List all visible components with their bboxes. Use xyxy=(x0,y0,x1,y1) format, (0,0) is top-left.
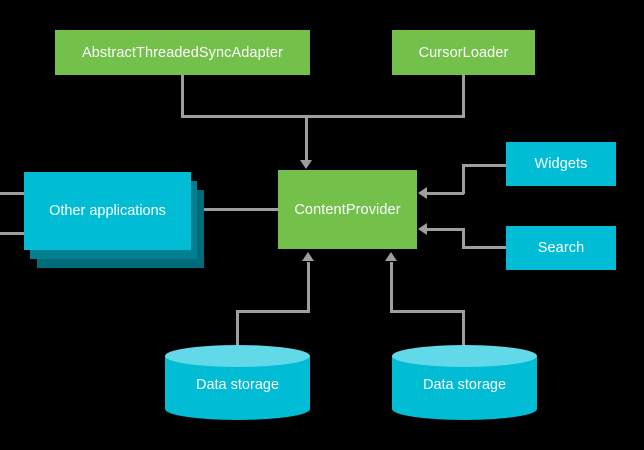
connector-widgets-vertical xyxy=(462,164,465,194)
connector-syncadapter-horizontal xyxy=(181,115,308,118)
connector-otherapps-to-contentprovider xyxy=(197,208,280,211)
data-storage-left-top-ellipse xyxy=(165,345,310,367)
arrowhead-widgets-to-contentprovider xyxy=(418,187,427,199)
node-data-storage-right[interactable]: Data storage xyxy=(392,345,537,420)
connector-datastorage-right-rise xyxy=(390,262,393,312)
data-storage-right-top-ellipse xyxy=(392,345,537,367)
connector-widgets-into-provider xyxy=(425,192,464,195)
connector-search-vertical xyxy=(462,228,465,249)
node-search[interactable]: Search xyxy=(506,226,616,270)
connector-cursorloader-horizontal xyxy=(308,115,465,118)
node-label-data-storage-right: Data storage xyxy=(422,377,507,393)
node-label-contentprovider: ContentProvider xyxy=(294,201,401,218)
arrowhead-syncadapter-to-contentprovider xyxy=(300,160,312,169)
connector-external-top-left xyxy=(0,192,26,195)
node-other-applications[interactable]: Other applications xyxy=(24,172,204,268)
connector-datastorage-right-horizontal xyxy=(390,310,465,313)
connector-search-horizontal xyxy=(462,246,508,249)
node-label-other-applications: Other applications xyxy=(49,203,166,219)
arrowhead-datastorage-right-to-contentprovider xyxy=(385,252,397,261)
node-label-data-storage-left: Data storage xyxy=(195,377,280,393)
node-abstractthreadedsyncadapter[interactable]: AbstractThreadedSyncAdapter xyxy=(55,30,310,75)
arrowhead-search-to-contentprovider xyxy=(418,223,427,235)
connector-syncadapter-vertical xyxy=(181,75,184,117)
node-label-cursorloader: CursorLoader xyxy=(418,44,509,61)
node-label-widgets: Widgets xyxy=(534,156,588,172)
connector-cursorloader-vertical xyxy=(462,75,465,117)
arrowhead-datastorage-left-to-contentprovider xyxy=(302,252,314,261)
node-label-search: Search xyxy=(537,240,585,256)
other-applications-stack-sheet-front: Other applications xyxy=(24,172,191,250)
connector-datastorage-left-horizontal xyxy=(236,310,310,313)
node-label-abstractthreadedsyncadapter: AbstractThreadedSyncAdapter xyxy=(82,44,283,61)
connector-external-bottom-left xyxy=(0,232,26,235)
connector-datastorage-left-vertical xyxy=(236,312,239,354)
node-cursorloader[interactable]: CursorLoader xyxy=(392,30,535,75)
node-contentprovider[interactable]: ContentProvider xyxy=(278,170,417,249)
connector-datastorage-right-vertical xyxy=(462,312,465,354)
connector-syncadapter-drop xyxy=(305,115,308,161)
connector-search-into-provider xyxy=(425,228,464,231)
node-widgets[interactable]: Widgets xyxy=(506,142,616,186)
connector-datastorage-left-rise xyxy=(307,262,310,312)
node-data-storage-left[interactable]: Data storage xyxy=(165,345,310,420)
connector-widgets-horizontal xyxy=(462,164,508,167)
